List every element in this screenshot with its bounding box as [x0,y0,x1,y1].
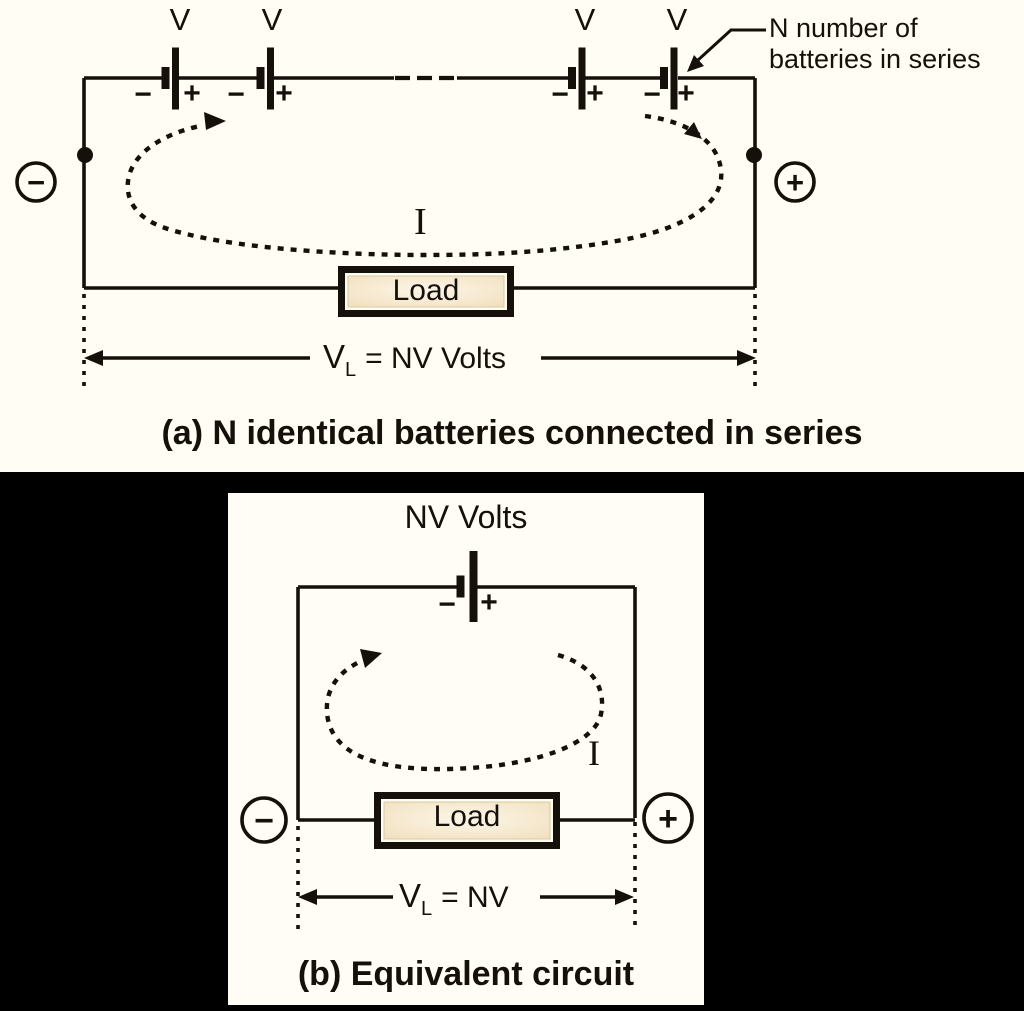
negative-terminal-sign: − [27,165,45,200]
dimension-label-a: VL = NV Volts [323,338,506,382]
battery1-plus-sign: + [183,77,201,110]
battery-long-plate-icon [578,47,586,110]
current-arrow-icon [360,649,382,668]
positive-terminal-sign: + [658,800,678,838]
battery4-minus-sign: − [643,78,661,111]
series-annotation-line1: N number of [769,13,918,43]
battery-minus-sign: − [438,588,456,621]
battery-cell-1 [161,47,179,110]
annotation-arrow-icon [687,55,704,72]
battery-short-plate-icon [660,67,668,89]
positive-terminal-icon [642,792,694,844]
battery-cell-equivalent [456,551,478,622]
caption-b: (b) Equivalent circuit [297,955,635,993]
battery-short-plate-icon [161,67,170,89]
dim-subscript: L [421,898,433,920]
junction-dot-right [746,147,762,163]
battery4-plus-sign: + [677,77,695,110]
current-loop-a [125,113,724,258]
dim-arrowhead-right-a [737,350,756,366]
panel-b-background [228,493,704,1005]
panel-a-circuit: − + − + − + − + − + [15,28,816,388]
battery1-voltage-label: V [169,2,191,37]
battery3-minus-sign: − [551,78,569,111]
battery4-voltage-label: V [666,2,688,37]
battery-long-plate-icon [172,47,179,110]
series-annotation-line2: batteries in series [769,44,981,74]
negative-terminal-icon [240,796,288,844]
dimension-label-b: VL = NV [399,877,509,921]
dim-arrowhead-left-b [298,889,317,905]
battery-long-plate-icon [670,47,678,110]
panel-b-circuit: − + − + [240,551,694,930]
dim-arrowhead-left-a [84,350,103,366]
dim-arrowhead-right-b [615,889,634,905]
battery-long-plate-icon [469,551,478,622]
current-arrow-left-icon [204,112,226,130]
battery-short-plate-icon [256,67,265,89]
current-loop-b [324,652,605,772]
battery1-minus-sign: − [134,78,152,111]
battery-cell-3 [568,47,586,110]
battery-cell-2 [256,47,274,110]
dim-v: V [399,877,422,914]
dim-equation: = NV Volts [365,342,507,375]
battery-short-plate-icon [456,575,465,598]
load-fill [347,275,505,308]
load-label-b: Load [433,800,501,833]
battery2-plus-sign: + [275,77,293,110]
dim-v: V [323,338,346,375]
current-label-b: I [588,733,600,773]
battery-plus-sign: + [480,586,498,619]
load-box-b [374,792,560,849]
positive-terminal-icon [774,161,816,203]
series-annotation: N number of batteries in series [769,13,981,75]
annotation-leader-line [695,28,766,63]
dim-subscript: L [345,359,357,381]
load-fill [383,801,551,840]
junction-dot-left [77,147,93,163]
battery2-minus-sign: − [227,78,245,111]
battery3-voltage-label: V [574,2,596,37]
battery-long-plate-icon [267,47,274,110]
load-box-a [338,266,514,317]
battery3-plus-sign: + [586,77,604,110]
negative-terminal-icon [15,161,57,203]
battery-cell-4 [660,47,678,110]
battery-short-plate-icon [568,67,576,89]
dim-equation: = NV [441,881,509,914]
negative-terminal-sign: − [254,802,274,840]
current-label-a: I [414,201,427,243]
positive-terminal-sign: + [786,165,804,200]
caption-a: (a) N identical batteries connected in s… [161,414,863,452]
current-arrow-right-icon [684,122,702,139]
battery2-voltage-label: V [261,2,283,37]
load-label-a: Load [392,274,460,307]
source-voltage-label: NV Volts [404,499,528,535]
